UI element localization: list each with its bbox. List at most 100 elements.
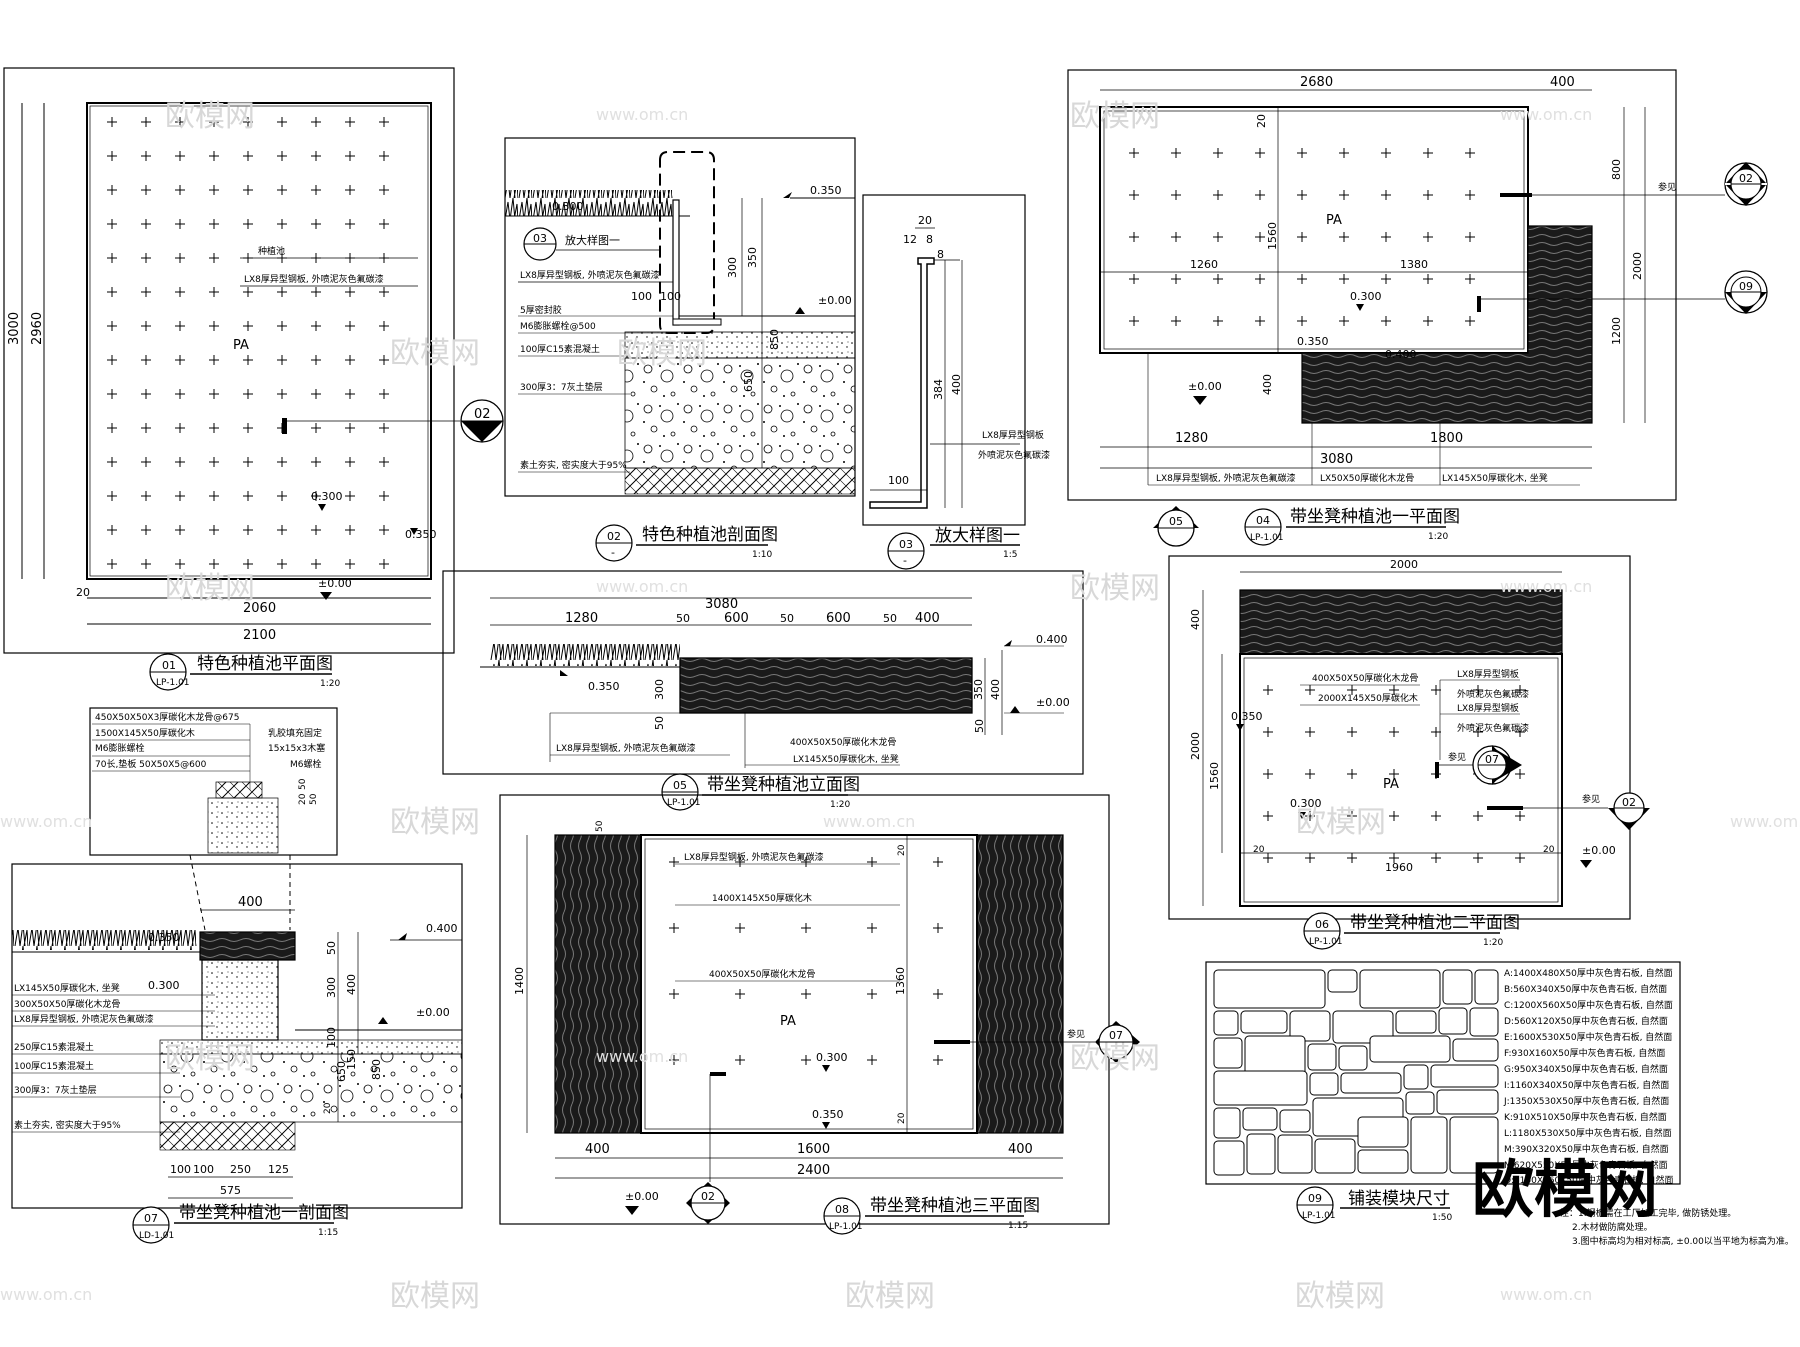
svg-text:J:1350X530X50厚中灰色青石板, 自然面: J:1350X530X50厚中灰色青石板, 自然面 xyxy=(1503,1095,1669,1107)
svg-text:350: 350 xyxy=(746,247,759,268)
ref-symbol-09[interactable]: 09 xyxy=(1724,270,1768,314)
general-notes: 注：1.钢板需在工厂加工完毕, 做防锈处理。 2.木材做防腐处理。 3.图中标高… xyxy=(1560,1207,1794,1247)
elev-zero: ±0.00 xyxy=(1036,696,1070,709)
ref-symbol-02[interactable]: 02 xyxy=(460,399,504,443)
svg-text:100: 100 xyxy=(325,1027,338,1048)
ref-symbol-05[interactable]: 05 xyxy=(1153,506,1199,547)
svg-text:www.om.cn: www.om.cn xyxy=(0,812,92,831)
svg-text:2000: 2000 xyxy=(1390,558,1418,571)
elev-soil: 0.300 xyxy=(816,1051,848,1064)
svg-text:带坐凳种植池三平面图: 带坐凳种植池三平面图 xyxy=(870,1196,1040,1216)
elev-soil: 0.300 xyxy=(1350,290,1382,303)
label-see: 参见 xyxy=(1658,181,1676,193)
svg-text:A:1400X480X50厚中灰色青石板, 自然面: A:1400X480X50厚中灰色青石板, 自然面 xyxy=(1504,967,1673,979)
ref-symbol-02[interactable]: 02 xyxy=(1724,162,1768,206)
elev-top: 0.350 xyxy=(588,680,620,693)
svg-text:05: 05 xyxy=(673,779,687,792)
svg-text:欧模网: 欧模网 xyxy=(1070,571,1160,606)
svg-text:LP-1.01: LP-1.01 xyxy=(1302,1211,1336,1221)
svg-text:1380: 1380 xyxy=(1400,258,1428,271)
svg-text:LP-1.01: LP-1.01 xyxy=(1309,937,1343,947)
panel-02-section: 0.350 0.300 ±0.00 03 放大样图一 LX8厚异型钢板, 外喷泥… xyxy=(504,137,856,562)
label-steel: LX8厚异型钢板, 外喷泥灰色氟碳漆 xyxy=(14,1013,154,1025)
svg-text:G:950X340X50厚中灰色青石板, 自然面: G:950X340X50厚中灰色青石板, 自然面 xyxy=(1504,1063,1668,1075)
svg-text:400: 400 xyxy=(989,679,1002,700)
label-see: 参见 xyxy=(1067,1028,1085,1040)
svg-text:05: 05 xyxy=(1169,515,1183,528)
svg-text:欧模网: 欧模网 xyxy=(390,805,480,840)
svg-text:600: 600 xyxy=(724,611,749,626)
ref-symbol-07[interactable]: 07 xyxy=(1095,1021,1140,1063)
svg-text:LP-1.01: LP-1.01 xyxy=(156,678,190,688)
elev-top: 0.350 xyxy=(1297,335,1329,348)
elev-top: 0.350 xyxy=(405,528,437,541)
svg-text:100: 100 xyxy=(660,290,681,303)
svg-text:850: 850 xyxy=(768,329,781,350)
dim-2960: 2960 xyxy=(30,312,45,345)
label-keel: 400X50X50厚碳化木龙骨 xyxy=(709,968,815,980)
panel-09-paving: A:1400X480X50厚中灰色青石板, 自然面 B:560X340X50厚中… xyxy=(1205,961,1794,1247)
svg-text:400: 400 xyxy=(1261,374,1274,395)
svg-text:600: 600 xyxy=(826,611,851,626)
svg-text:3080: 3080 xyxy=(1320,452,1353,467)
svg-text:50: 50 xyxy=(883,612,897,625)
title-block-09: 09 LP-1.01 铺装模块尺寸 1:50 xyxy=(1296,1186,1452,1224)
svg-text:100: 100 xyxy=(631,290,652,303)
svg-text:400: 400 xyxy=(1008,1142,1033,1157)
svg-text:带坐凳种植池一平面图: 带坐凳种植池一平面图 xyxy=(1290,507,1460,527)
label-keel: LX50X50厚碳化木龙骨 xyxy=(1320,472,1414,484)
svg-text:LD-1.01: LD-1.01 xyxy=(139,1231,174,1241)
svg-text:650: 650 xyxy=(335,1061,348,1082)
dim-2100: 2100 xyxy=(243,628,276,643)
ref-symbol-02[interactable]: 02 xyxy=(1608,792,1650,830)
svg-text:欧模网: 欧模网 xyxy=(1296,805,1386,840)
dim-edge: 20 xyxy=(76,586,90,599)
svg-text:3080: 3080 xyxy=(705,597,738,612)
label-c15: 100厚C15素混凝土 xyxy=(520,343,600,355)
label-pa: PA xyxy=(780,1014,796,1029)
svg-text:1:15: 1:15 xyxy=(318,1228,338,1238)
svg-text:50: 50 xyxy=(595,820,605,832)
ref-symbol-07[interactable]: 07 xyxy=(1472,745,1522,785)
label-detail-ref: 放大样图一 xyxy=(565,233,620,247)
label-pa: PA xyxy=(1383,777,1399,792)
label-planter: 种植池 xyxy=(258,245,285,257)
title-block-04: 04 LP-1.01 带坐凳种植池一平面图 1:20 xyxy=(1244,507,1460,546)
elev-zero: ±0.00 xyxy=(1188,380,1222,393)
svg-text:50: 50 xyxy=(309,793,319,805)
svg-text:08: 08 xyxy=(835,1203,849,1216)
svg-text:1:20: 1:20 xyxy=(1428,532,1448,542)
svg-text:04: 04 xyxy=(1256,514,1270,527)
svg-text:O:1160X160X50厚中灰色青石板, 自然面: O:1160X160X50厚中灰色青石板, 自然面 xyxy=(1504,1174,1674,1186)
elev-zero: ±0.00 xyxy=(818,294,852,307)
planting-cross-pattern xyxy=(1129,148,1475,326)
svg-text:LP-1.01: LP-1.01 xyxy=(1250,533,1284,543)
svg-text:E:1600X530X50厚中灰色青石板, 自然面: E:1600X530X50厚中灰色青石板, 自然面 xyxy=(1504,1031,1672,1043)
ref-symbol-02[interactable]: 02 xyxy=(686,1182,730,1224)
svg-text:20: 20 xyxy=(1253,845,1265,855)
brand-logo: 欧模网 xyxy=(1472,1153,1658,1226)
svg-text:50: 50 xyxy=(653,716,666,730)
svg-text:F:930X160X50厚中灰色青石板, 自然面: F:930X160X50厚中灰色青石板, 自然面 xyxy=(1504,1047,1665,1059)
svg-text:300: 300 xyxy=(726,257,739,278)
svg-text:20: 20 xyxy=(1255,114,1268,128)
svg-text:400: 400 xyxy=(1550,75,1575,90)
label-wood: 1400X145X50厚碳化木 xyxy=(712,892,812,904)
svg-text:1280: 1280 xyxy=(1175,431,1208,446)
svg-text:20: 20 xyxy=(323,1102,333,1114)
svg-text:07: 07 xyxy=(144,1212,158,1225)
svg-text:2680: 2680 xyxy=(1300,75,1333,90)
svg-text:02: 02 xyxy=(607,530,621,543)
svg-text:50: 50 xyxy=(298,778,308,790)
svg-text:www.om.cn: www.om.cn xyxy=(1500,105,1592,124)
svg-text:欧模网: 欧模网 xyxy=(390,1279,480,1314)
label-steel: LX8厚异型钢板, 外喷泥灰色氟碳漆 xyxy=(520,269,660,281)
svg-text:欧模网: 欧模网 xyxy=(1070,1041,1160,1076)
svg-text:L:1180X530X50厚中灰色青石板, 自然面: L:1180X530X50厚中灰色青石板, 自然面 xyxy=(1504,1127,1672,1139)
svg-text:1:5: 1:5 xyxy=(1003,550,1017,560)
label-steel: LX8厚异型钢板, 外喷泥灰色氟碳漆 xyxy=(684,851,824,863)
svg-text:09: 09 xyxy=(1739,280,1753,293)
svg-text:350: 350 xyxy=(972,679,985,700)
svg-text:带坐凳种植池二平面图: 带坐凳种植池二平面图 xyxy=(1350,913,1520,933)
title-block-02: 02 - 特色种植池剖面图 1:10 xyxy=(595,524,778,562)
